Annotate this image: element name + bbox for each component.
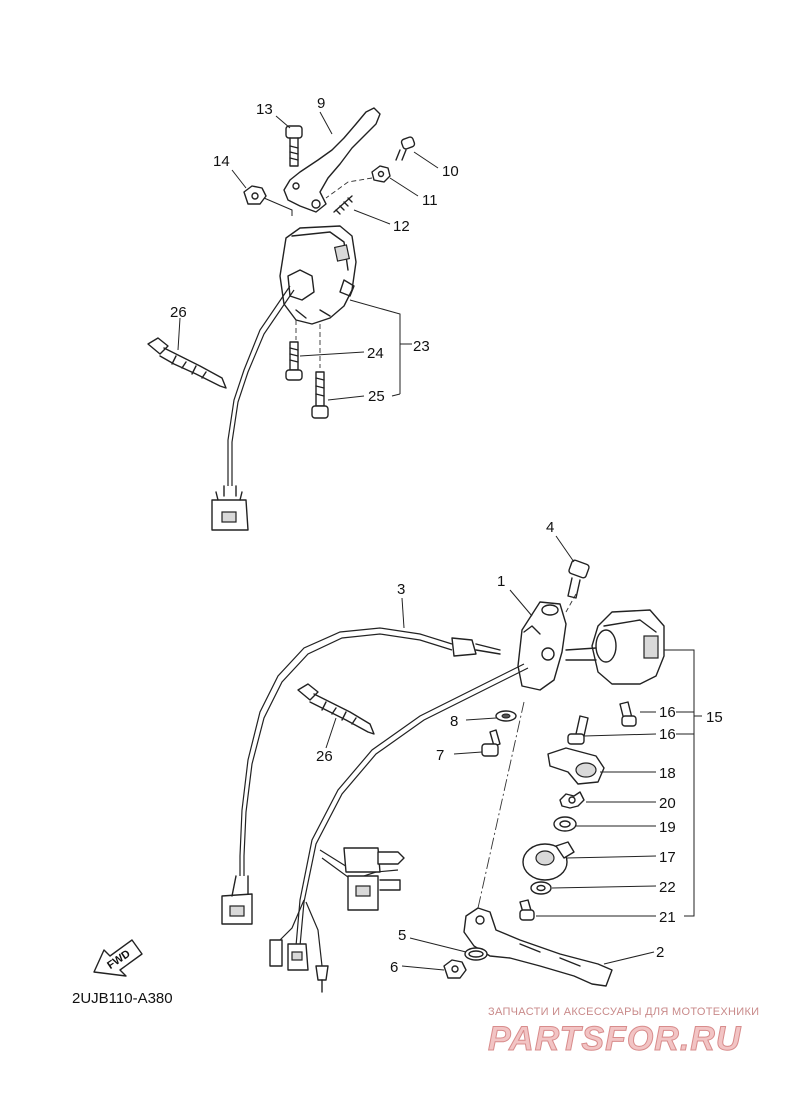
callout-1: 1: [497, 573, 505, 590]
part-cable-tie-upper: [147, 317, 227, 389]
callout-7: 7: [436, 747, 444, 764]
part-screw-10: [395, 136, 439, 169]
callout-19: 19: [659, 819, 676, 836]
part-screw-16b: [567, 715, 694, 745]
part-bolt-13: [275, 115, 303, 167]
callout-15: 15: [706, 709, 723, 726]
callout-25: 25: [368, 388, 385, 405]
callout-11: 11: [422, 192, 438, 209]
fwd-direction-arrow: FWD: [93, 939, 143, 977]
callout-16a: 16: [659, 704, 676, 721]
callout-9: 9: [317, 95, 325, 112]
part-screw-21: [519, 899, 656, 921]
callout-14: 14: [213, 153, 230, 170]
part-cable-tie-lower: [297, 683, 375, 749]
part-switch-housing-left: [279, 225, 412, 394]
part-pin-12: [333, 195, 391, 225]
part-bolt-4: [555, 535, 590, 599]
part-washer-19: [553, 816, 656, 832]
callout-5: 5: [398, 927, 406, 944]
part-lever-bracket: [509, 589, 577, 691]
part-nut-14: [231, 169, 293, 216]
part-clutch-lever: [283, 107, 381, 213]
part-screw-16a: [619, 701, 694, 727]
part-nut-11: [325, 165, 419, 199]
part-clutch-cable: [221, 597, 501, 925]
callout-8: 8: [450, 713, 458, 730]
part-screw-24: [285, 341, 365, 381]
callout-17: 17: [659, 849, 676, 866]
callout-3: 3: [397, 581, 405, 598]
part-pivot-collar: [522, 841, 657, 881]
callout-labels: 13 9 14 10 11 12 26 23 24 25 4 1 3 16 15…: [170, 95, 723, 976]
callout-26-upper: 26: [170, 304, 187, 321]
part-star-washer: [559, 791, 656, 809]
part-washer-8: [465, 710, 517, 722]
callout-24: 24: [367, 345, 384, 362]
callout-18: 18: [659, 765, 676, 782]
callout-6: 6: [390, 959, 398, 976]
callout-2: 2: [656, 944, 664, 961]
callout-10: 10: [442, 163, 459, 180]
part-washer-22: [530, 881, 657, 895]
callout-21: 21: [659, 909, 676, 926]
part-throttle-case: [547, 747, 656, 785]
part-switch-housing-right: [565, 609, 702, 917]
part-bolt-7: [453, 729, 501, 757]
callout-16b: 16: [659, 726, 676, 743]
callout-12: 12: [393, 218, 410, 235]
part-o-ring-5: [409, 937, 488, 961]
part-right-switch-harness: [269, 663, 529, 993]
callout-22: 22: [659, 879, 676, 896]
part-nut-6: [401, 959, 467, 979]
callout-26-lower: 26: [316, 748, 333, 765]
watermark-tagline: ЗАПЧАСТИ И АКСЕССУАРЫ ДЛЯ МОТОТЕХНИКИ: [488, 1006, 760, 1018]
diagram-code: 2UJB110-A380: [72, 990, 173, 1007]
watermark-brand: PARTSFOR.RU: [487, 1020, 742, 1059]
callout-4: 4: [546, 519, 554, 536]
callout-23: 23: [413, 338, 430, 355]
part-screw-25: [311, 371, 401, 419]
callout-13: 13: [256, 101, 273, 118]
callout-20: 20: [659, 795, 676, 812]
part-left-switch-harness: [211, 285, 295, 531]
